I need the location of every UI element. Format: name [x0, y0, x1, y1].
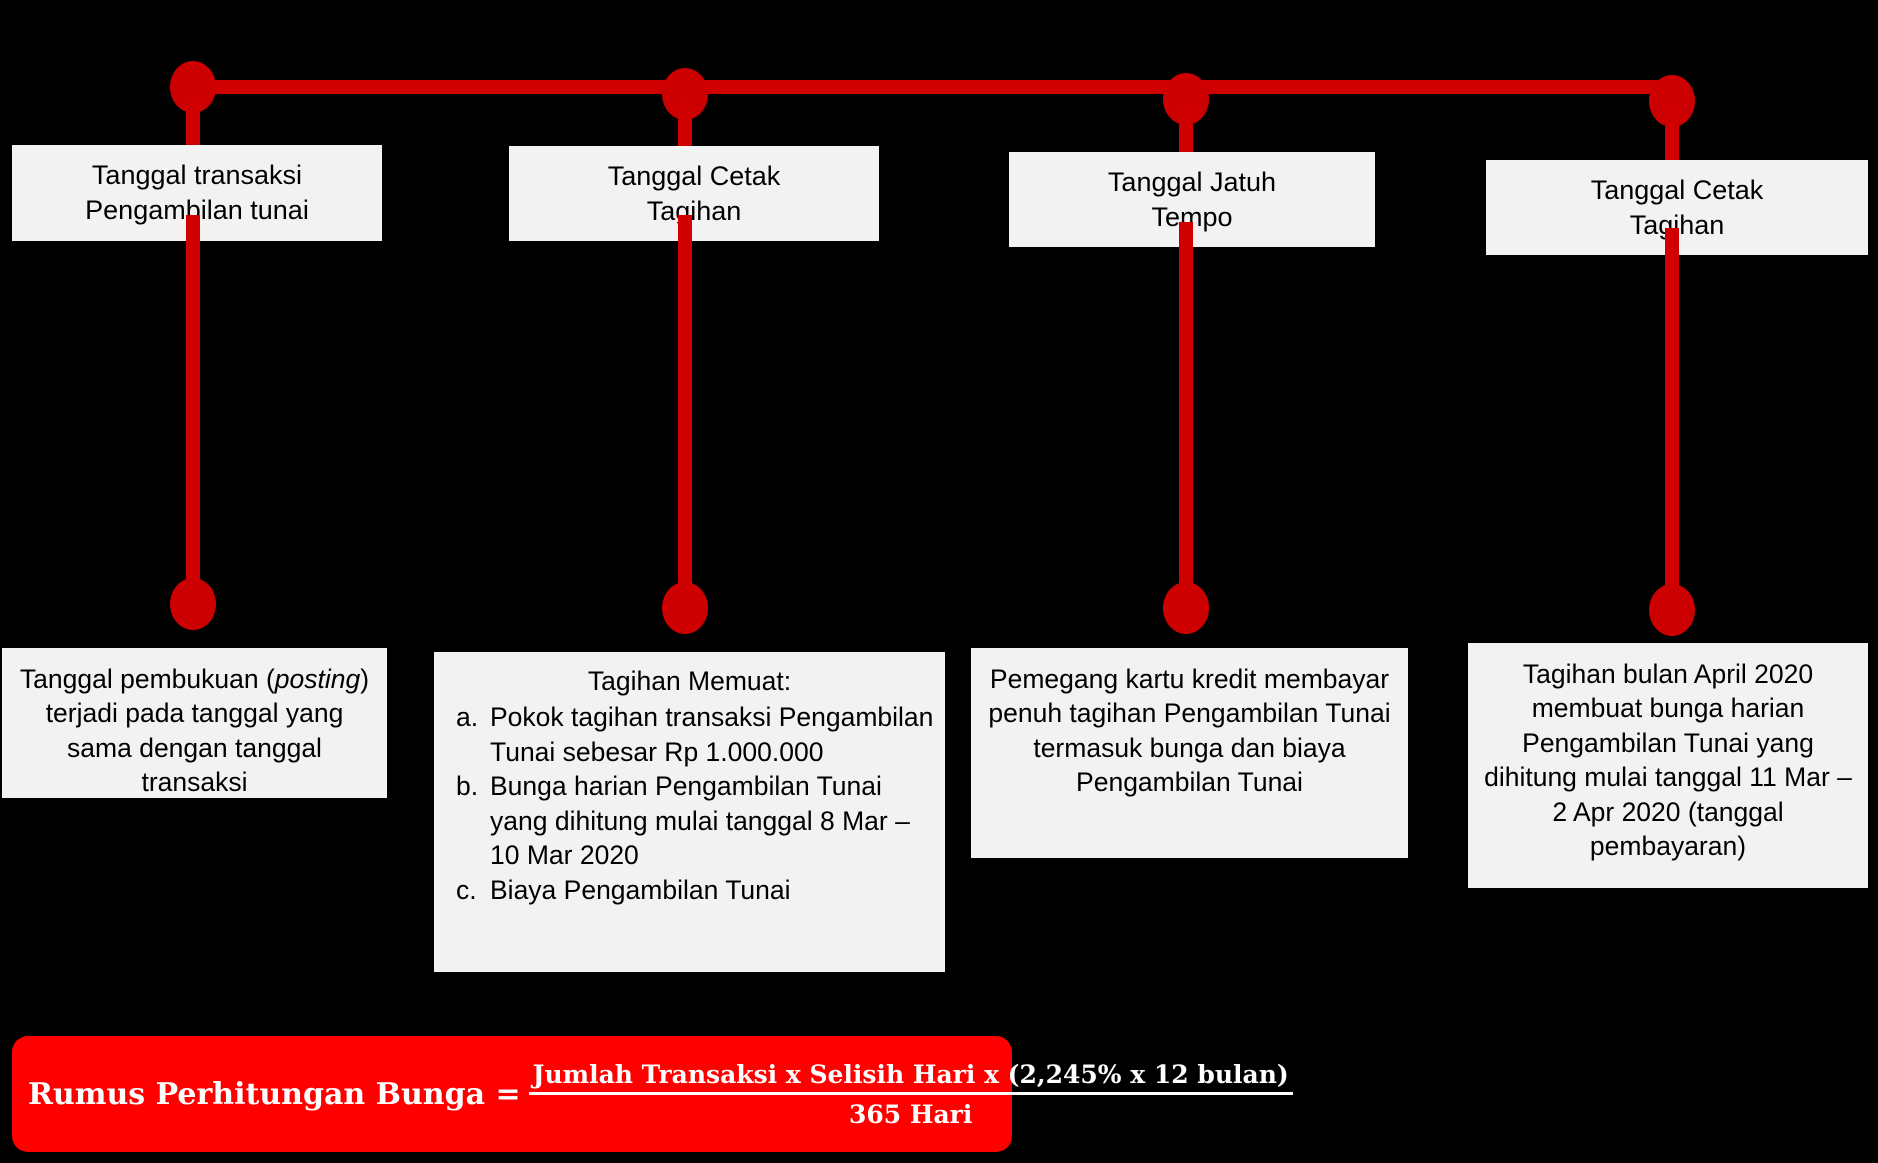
- formula-fraction: Jumlah Transaksi x Selisih Hari x (2,245…: [528, 1059, 1293, 1129]
- list-item: a. Pokok tagihan transaksi Pengambilan T…: [444, 700, 935, 769]
- detail-2-item-c-marker: c.: [456, 874, 477, 905]
- detail-2-item-b-marker: b.: [456, 771, 479, 802]
- detail-box-1: Tanggal pembukuan (posting) terjadi pada…: [2, 648, 387, 798]
- formula-label: Rumus Perhitungan Bunga =: [28, 1076, 521, 1112]
- timeline-spine: [193, 80, 1673, 94]
- formula-denominator: 365 Hari: [848, 1099, 973, 1129]
- milestone-label-3: Tanggal Jatuh Tempo: [1009, 152, 1375, 247]
- timeline-endpoint-3: [1163, 582, 1209, 634]
- detail-1-italic-word: posting: [274, 664, 361, 694]
- milestone-label-2: Tanggal Cetak Tagihan: [509, 146, 879, 241]
- detail-2-item-b-text: Bunga harian Pengambilan Tunai yang dihi…: [490, 771, 910, 871]
- detail-box-4: Tagihan bulan April 2020 membuat bunga h…: [1468, 643, 1868, 888]
- detail-3-text: Pemegang kartu kredit membayar penuh tag…: [988, 664, 1391, 798]
- list-item: b. Bunga harian Pengambilan Tunai yang d…: [444, 769, 935, 872]
- detail-box-2: Tagihan Memuat: a. Pokok tagihan transak…: [434, 652, 945, 972]
- detail-2-list: a. Pokok tagihan transaksi Pengambilan T…: [444, 700, 935, 907]
- milestone-label-2-line1: Tanggal Cetak: [607, 160, 781, 191]
- interest-formula-banner: Rumus Perhitungan Bunga = Jumlah Transak…: [12, 1036, 1293, 1152]
- connector-label3-to-dot3: [1179, 222, 1193, 602]
- fraction-bar-icon: [528, 1091, 1293, 1095]
- milestone-label-4-line1: Tanggal Cetak: [1590, 174, 1764, 205]
- timeline-endpoint-1: [170, 578, 216, 630]
- detail-1-text-after: ) terjadi pada tanggal yang sama dengan …: [45, 664, 370, 798]
- milestone-label-1-line1: Tanggal transaksi: [91, 160, 303, 191]
- detail-2-item-a-marker: a.: [456, 702, 479, 733]
- detail-1-text-before: Tanggal pembukuan (: [19, 664, 275, 694]
- milestone-label-3-line1: Tanggal Jatuh: [1107, 166, 1277, 197]
- connector-label4-to-dot4: [1665, 228, 1679, 605]
- formula-numerator: Jumlah Transaksi x Selisih Hari x (2,245…: [532, 1059, 1289, 1089]
- timeline-endpoint-4: [1649, 584, 1695, 636]
- connector-label1-to-dot1: [186, 215, 200, 595]
- detail-2-item-c-text: Biaya Pengambilan Tunai: [490, 874, 791, 905]
- detail-box-3: Pemegang kartu kredit membayar penuh tag…: [971, 648, 1408, 858]
- connector-label2-to-dot2: [678, 215, 692, 600]
- detail-2-title: Tagihan Memuat:: [587, 666, 792, 696]
- list-item: c. Biaya Pengambilan Tunai: [444, 873, 935, 907]
- detail-2-item-a-text: Pokok tagihan transaksi Pengambilan Tuna…: [490, 702, 934, 767]
- milestone-label-2-line2: Tagihan: [646, 195, 742, 226]
- timeline-endpoint-2: [662, 582, 708, 634]
- detail-4-text: Tagihan bulan April 2020 membuat bunga h…: [1484, 659, 1852, 862]
